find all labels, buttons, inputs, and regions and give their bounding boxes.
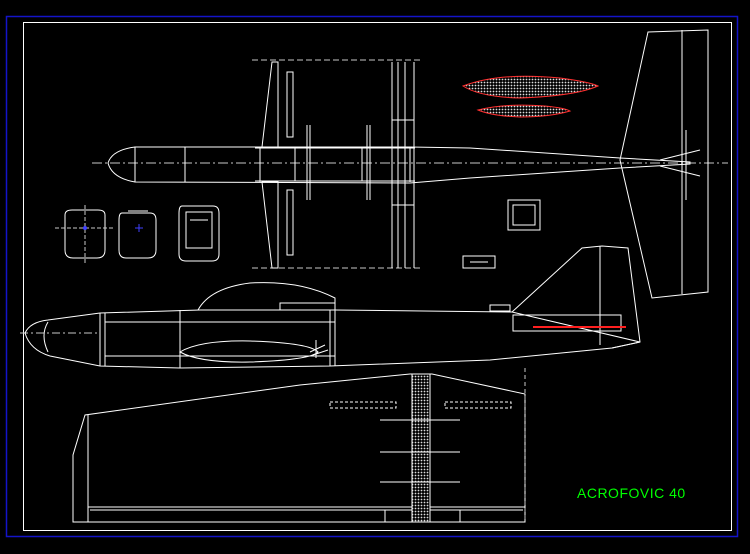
fuselage-side-view (20, 245, 641, 369)
wing-left-upper (261, 61, 279, 148)
lower-plan-view (72, 368, 526, 523)
fin-outline (619, 29, 709, 299)
section-a (55, 205, 115, 265)
canopy (197, 282, 336, 311)
section-b (118, 210, 157, 259)
airfoil-tip (476, 104, 572, 118)
drawing-border (5, 15, 739, 538)
wing-left-lower (261, 181, 279, 269)
airfoil-root (461, 75, 600, 99)
engine-pod (178, 340, 319, 363)
cross-sections (55, 199, 541, 269)
section-d (462, 199, 541, 269)
drawing-title: ACROFOVIC 40 (577, 485, 686, 501)
top-fuselage-outline (107, 146, 691, 184)
tail-fin (619, 29, 709, 299)
lower-outline (72, 373, 526, 523)
inner-frame (23, 22, 732, 531)
side-fin (511, 245, 641, 349)
wing-plan-view (252, 59, 420, 269)
spar-lattice (411, 373, 431, 523)
airfoil-sections (461, 75, 600, 118)
section-c (178, 205, 220, 262)
fuselage-top-view (92, 125, 728, 200)
